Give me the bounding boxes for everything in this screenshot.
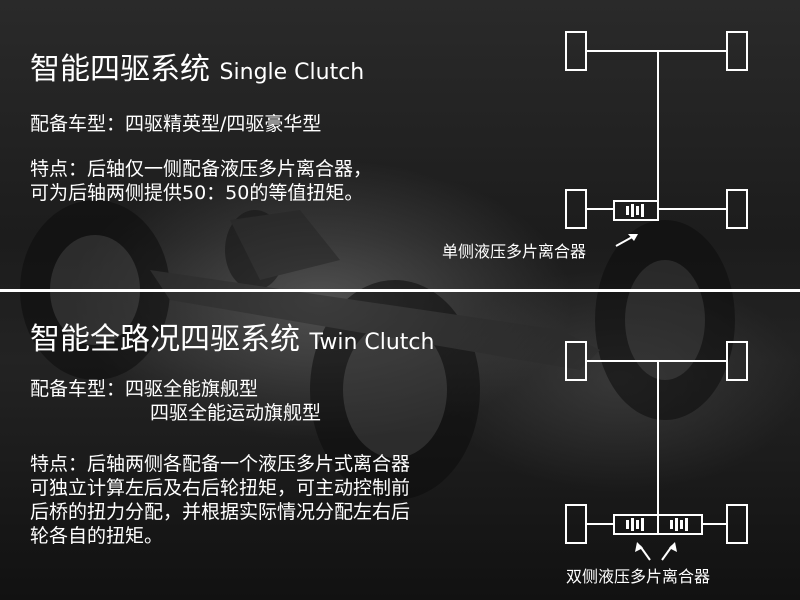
single-clutch-title: 智能四驱系统 Single Clutch: [30, 52, 364, 91]
twin-feature-line: 特点：后轴两侧各配备一个液压多片式离合器: [30, 453, 411, 475]
single-clutch-title-en: Single Clutch: [219, 60, 365, 85]
twin-rear-right-wheel: [726, 504, 748, 544]
single-clutch-plate: [636, 206, 639, 215]
twin-right-clutch-plate: [680, 520, 683, 529]
single-rear-right-wheel: [726, 189, 748, 229]
twin-right-clutch-plate: [685, 518, 688, 531]
twin-left-clutch-plate: [626, 520, 629, 529]
twin-arrow-head-left: [635, 542, 643, 552]
twin-clutch-title-cn: 智能全路况四驱系统: [30, 322, 300, 357]
single-clutch-models: 配备车型：四驱精英型/四驱豪华型: [30, 113, 322, 135]
twin-clutch-title-en: Twin Clutch: [309, 330, 435, 355]
twin-feature-line: 可独立计算左后及右后轮扭矩，可主动控制前: [30, 477, 411, 499]
single-front-right-wheel: [726, 31, 748, 71]
twin-front-right-wheel: [726, 341, 748, 381]
twin-clutch-diagram-label: 双侧液压多片离合器: [566, 567, 710, 586]
single-callout-arrow: [615, 235, 635, 247]
twin-models-line: 配备车型：四驱全能旗舰型: [30, 378, 259, 400]
twin-right-clutch-plate: [675, 518, 678, 531]
twin-clutch-title: 智能全路况四驱系统 Twin Clutch: [30, 322, 434, 361]
twin-rear-left-wheel: [565, 504, 587, 544]
single-clutch-plate: [641, 204, 644, 217]
twin-feature-line: 轮各自的扭矩。: [30, 525, 164, 547]
twin-right-clutch-plate: [670, 520, 673, 529]
single-rear-left-wheel: [565, 189, 587, 229]
single-clutch-features: 特点：后轴仅一侧配备液压多片离合器， 可为后轴两侧提供50：50的等值扭矩。: [30, 157, 372, 205]
twin-feature-line: 后桥的扭力分配，并根据实际情况分配左右后: [30, 501, 411, 523]
section-divider: [0, 289, 800, 292]
single-clutch-diagram-label: 单侧液压多片离合器: [442, 242, 586, 261]
single-clutch-plate: [626, 206, 629, 215]
single-arrow-head: [628, 234, 638, 241]
twin-clutch-models: 配备车型：四驱全能旗舰型 四驱全能运动旗舰型: [30, 377, 321, 425]
single-feature-line: 可为后轴两侧提供50：50的等值扭矩。: [30, 182, 364, 204]
twin-left-clutch-plate: [631, 518, 634, 531]
single-front-left-wheel: [565, 31, 587, 71]
twin-front-left-wheel: [565, 341, 587, 381]
single-clutch-box: [613, 200, 659, 221]
twin-models-line: 四驱全能运动旗舰型: [150, 402, 322, 424]
twin-left-clutch-plate: [641, 518, 644, 531]
twin-clutch-features: 特点：后轴两侧各配备一个液压多片式离合器 可独立计算左后及右后轮扭矩，可主动控制…: [30, 452, 410, 548]
twin-arrow-head-right: [669, 542, 677, 552]
single-clutch-title-cn: 智能四驱系统: [30, 52, 210, 87]
twin-left-clutch-plate: [636, 520, 639, 529]
single-clutch-plate: [631, 204, 634, 217]
single-feature-line: 特点：后轴仅一侧配备液压多片离合器，: [30, 158, 373, 180]
